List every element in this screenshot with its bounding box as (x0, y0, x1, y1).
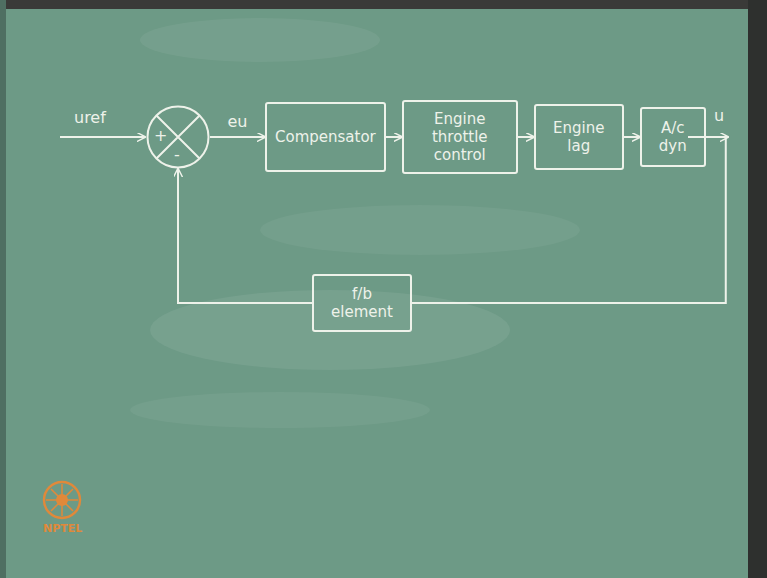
box-text: Engine lag (544, 119, 614, 155)
throttle-box: Engine throttle control (402, 100, 518, 174)
chalk-smudge (130, 392, 430, 428)
board-frame (0, 0, 767, 9)
input-line (60, 136, 145, 138)
signal-arrow (210, 136, 265, 138)
signal-arrow (386, 136, 402, 138)
chalk-smudge (260, 205, 580, 255)
board-frame (0, 0, 6, 578)
box-text: Compensator (275, 128, 376, 146)
box-text: Engine throttle control (412, 110, 508, 164)
nptel-logo (44, 482, 80, 518)
dynamics-box: A/c dyn (640, 107, 706, 167)
box-text: A/c dyn (650, 119, 696, 155)
box-text: f/b element (322, 285, 402, 321)
signal-arrow (518, 136, 534, 138)
signal-name: uref (74, 108, 106, 127)
signal-name: u (714, 106, 724, 125)
summing-junction: +- (146, 105, 210, 169)
sign: + (154, 128, 167, 144)
feedback-box: f/b element (312, 274, 412, 332)
signal-arrow (178, 169, 312, 303)
sign: - (174, 147, 180, 163)
logo-text: NPTEL (43, 522, 82, 535)
compensator-box: Compensator (265, 102, 386, 172)
lag-box: Engine lag (534, 104, 624, 170)
chalk-smudge (140, 18, 380, 62)
signal-name: eu (228, 112, 248, 131)
signal-arrow (624, 136, 640, 138)
board-frame (748, 0, 767, 578)
